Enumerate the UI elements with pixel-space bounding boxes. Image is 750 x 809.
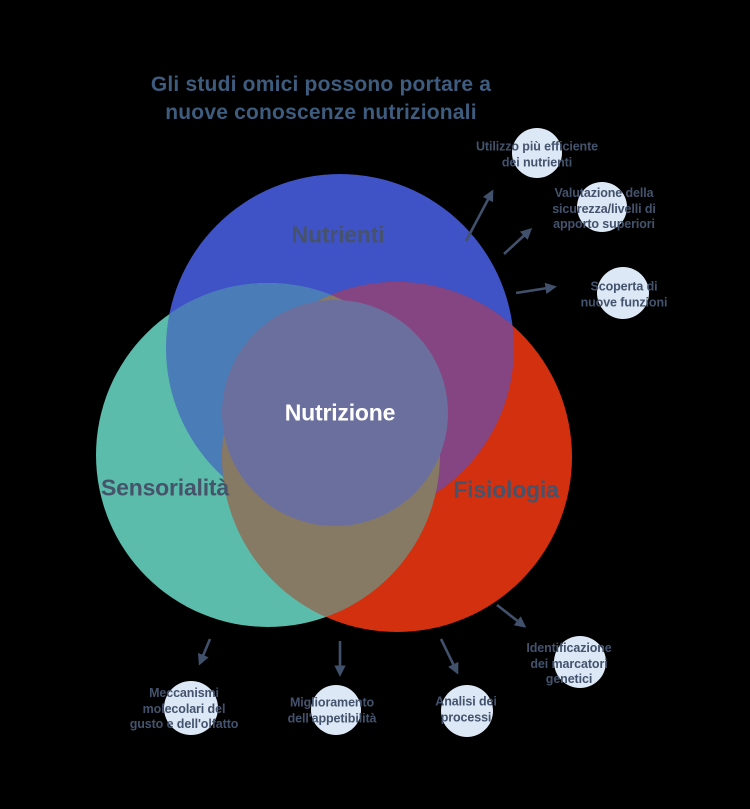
page-title-line2: nuove conoscenze nutrizionali (165, 101, 477, 124)
label-nutrienti: Nutrienti (291, 221, 385, 248)
label-fisiologia: Fisiologia (453, 476, 559, 503)
outcome-text-scoperta: Scoperta di nuove funzioni (549, 280, 699, 311)
outcome-text-line: dei marcatori (530, 656, 608, 671)
outcome-text-line: apporto superiori (553, 216, 655, 231)
outcome-text-line: dei nutrienti (501, 155, 573, 169)
outcome-circle-scoperta (597, 267, 649, 319)
outcome-text-line: Utilizzo più efficiente (475, 139, 598, 154)
arrow-to-analisi (439, 638, 459, 675)
outcome-circle-miglioramento (311, 685, 361, 735)
outcome-text-identificazione: Identificazione dei marcatori genetici (494, 641, 644, 688)
arrow-to-meccanismi (198, 638, 212, 666)
outcome-text-line: Scoperta di (590, 279, 658, 294)
label-sensorialita: Sensorialità (101, 474, 229, 501)
outcome-text-line: Analisi dei (435, 694, 497, 709)
outcome-text-line: dell'appetibilità (287, 711, 377, 725)
nutrizione-center-circle (222, 300, 448, 526)
outcome-text-line: gusto e dell'olfatto (129, 716, 239, 731)
page-title-line1: Gli studi omici possono portare a (150, 73, 492, 96)
outcome-text-line: Valutazione della (554, 185, 654, 200)
outcome-text-meccanismi: Meccanismi molecolari del gusto e dell'o… (92, 686, 277, 733)
outcome-text-line: processi (440, 710, 492, 724)
outcome-circle-meccanismi (164, 681, 218, 735)
outcome-text-line: Identificazione (526, 640, 612, 655)
outcome-text-valutazione: Valutazione della sicurezza/livelli di a… (524, 186, 684, 233)
arrow-to-scoperta (515, 282, 557, 295)
arrow-to-identificazione (496, 603, 527, 628)
outcome-circle-utilizzo (512, 128, 562, 178)
outcome-circle-identificazione (554, 636, 606, 688)
outcome-text-line: nuove funzioni (580, 295, 668, 309)
outcome-text-utilizzo: Utilizzo più efficiente dei nutrienti (452, 140, 622, 171)
arrow-to-utilizzo (464, 189, 494, 242)
outcome-text-line: genetici (545, 671, 593, 686)
arrow-to-valutazione (503, 228, 533, 255)
outcome-circle-analisi (441, 685, 493, 737)
outcome-text-line: Miglioramento (289, 695, 375, 710)
page-title: Gli studi omici possono portare a nuove … (96, 71, 546, 127)
outcome-text-line: Meccanismi (149, 685, 219, 700)
outcome-text-analisi: Analisi dei processi (406, 695, 526, 726)
label-nutrizione: Nutrizione (284, 399, 396, 426)
outcome-text-line: sicurezza/livelli di (552, 201, 656, 216)
outcome-text-miglioramento: Miglioramento dell'appetibilità (252, 696, 412, 727)
outcome-text-line: molecolari del (142, 701, 226, 716)
outcome-circle-valutazione (577, 182, 627, 232)
